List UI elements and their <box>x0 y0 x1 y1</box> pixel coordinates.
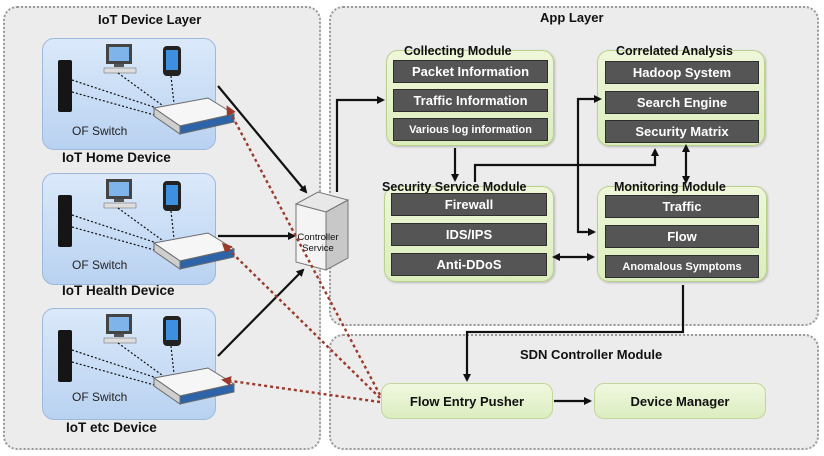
correlated-analysis-title: Correlated Analysis <box>616 44 733 58</box>
firewall-item: Firewall <box>391 193 547 216</box>
iot-device-layer-title: IoT Device Layer <box>98 12 202 27</box>
monitoring-module-title: Monitoring Module <box>614 180 726 194</box>
health-device-label: IoT Health Device <box>62 283 175 298</box>
traffic-information-item: Traffic Information <box>393 89 548 112</box>
hadoop-system-item: Hadoop System <box>605 61 759 84</box>
collecting-module-title: Collecting Module <box>404 44 512 58</box>
etc-device-label: IoT etc Device <box>66 420 157 435</box>
various-log-item: Various log information <box>393 118 548 141</box>
flow-entry-pusher: Flow Entry Pusher <box>381 383 553 419</box>
controller-label-line1: Controller <box>297 232 339 243</box>
anti-ddos-item: Anti-DDoS <box>391 253 547 276</box>
home-device-label: IoT Home Device <box>62 150 171 165</box>
of-switch-label: OF Switch <box>72 390 128 404</box>
of-switch-label: OF Switch <box>72 258 128 272</box>
device-manager: Device Manager <box>594 383 766 419</box>
search-engine-item: Search Engine <box>605 91 759 114</box>
packet-information-item: Packet Information <box>393 60 548 83</box>
app-layer-title: App Layer <box>540 10 604 25</box>
controller-label-line2: Service <box>302 243 334 254</box>
anomalous-symptoms-item: Anomalous Symptoms <box>605 255 759 278</box>
sdn-layer-title: SDN Controller Module <box>520 347 663 362</box>
controller-service-label: Controller Service <box>296 232 340 254</box>
traffic-item: Traffic <box>605 195 759 218</box>
flow-item: Flow <box>605 225 759 248</box>
of-switch-label: OF Switch <box>72 124 128 138</box>
security-matrix-item: Security Matrix <box>605 120 759 143</box>
security-service-title: Security Service Module <box>382 180 527 194</box>
ids-ips-item: IDS/IPS <box>391 223 547 246</box>
